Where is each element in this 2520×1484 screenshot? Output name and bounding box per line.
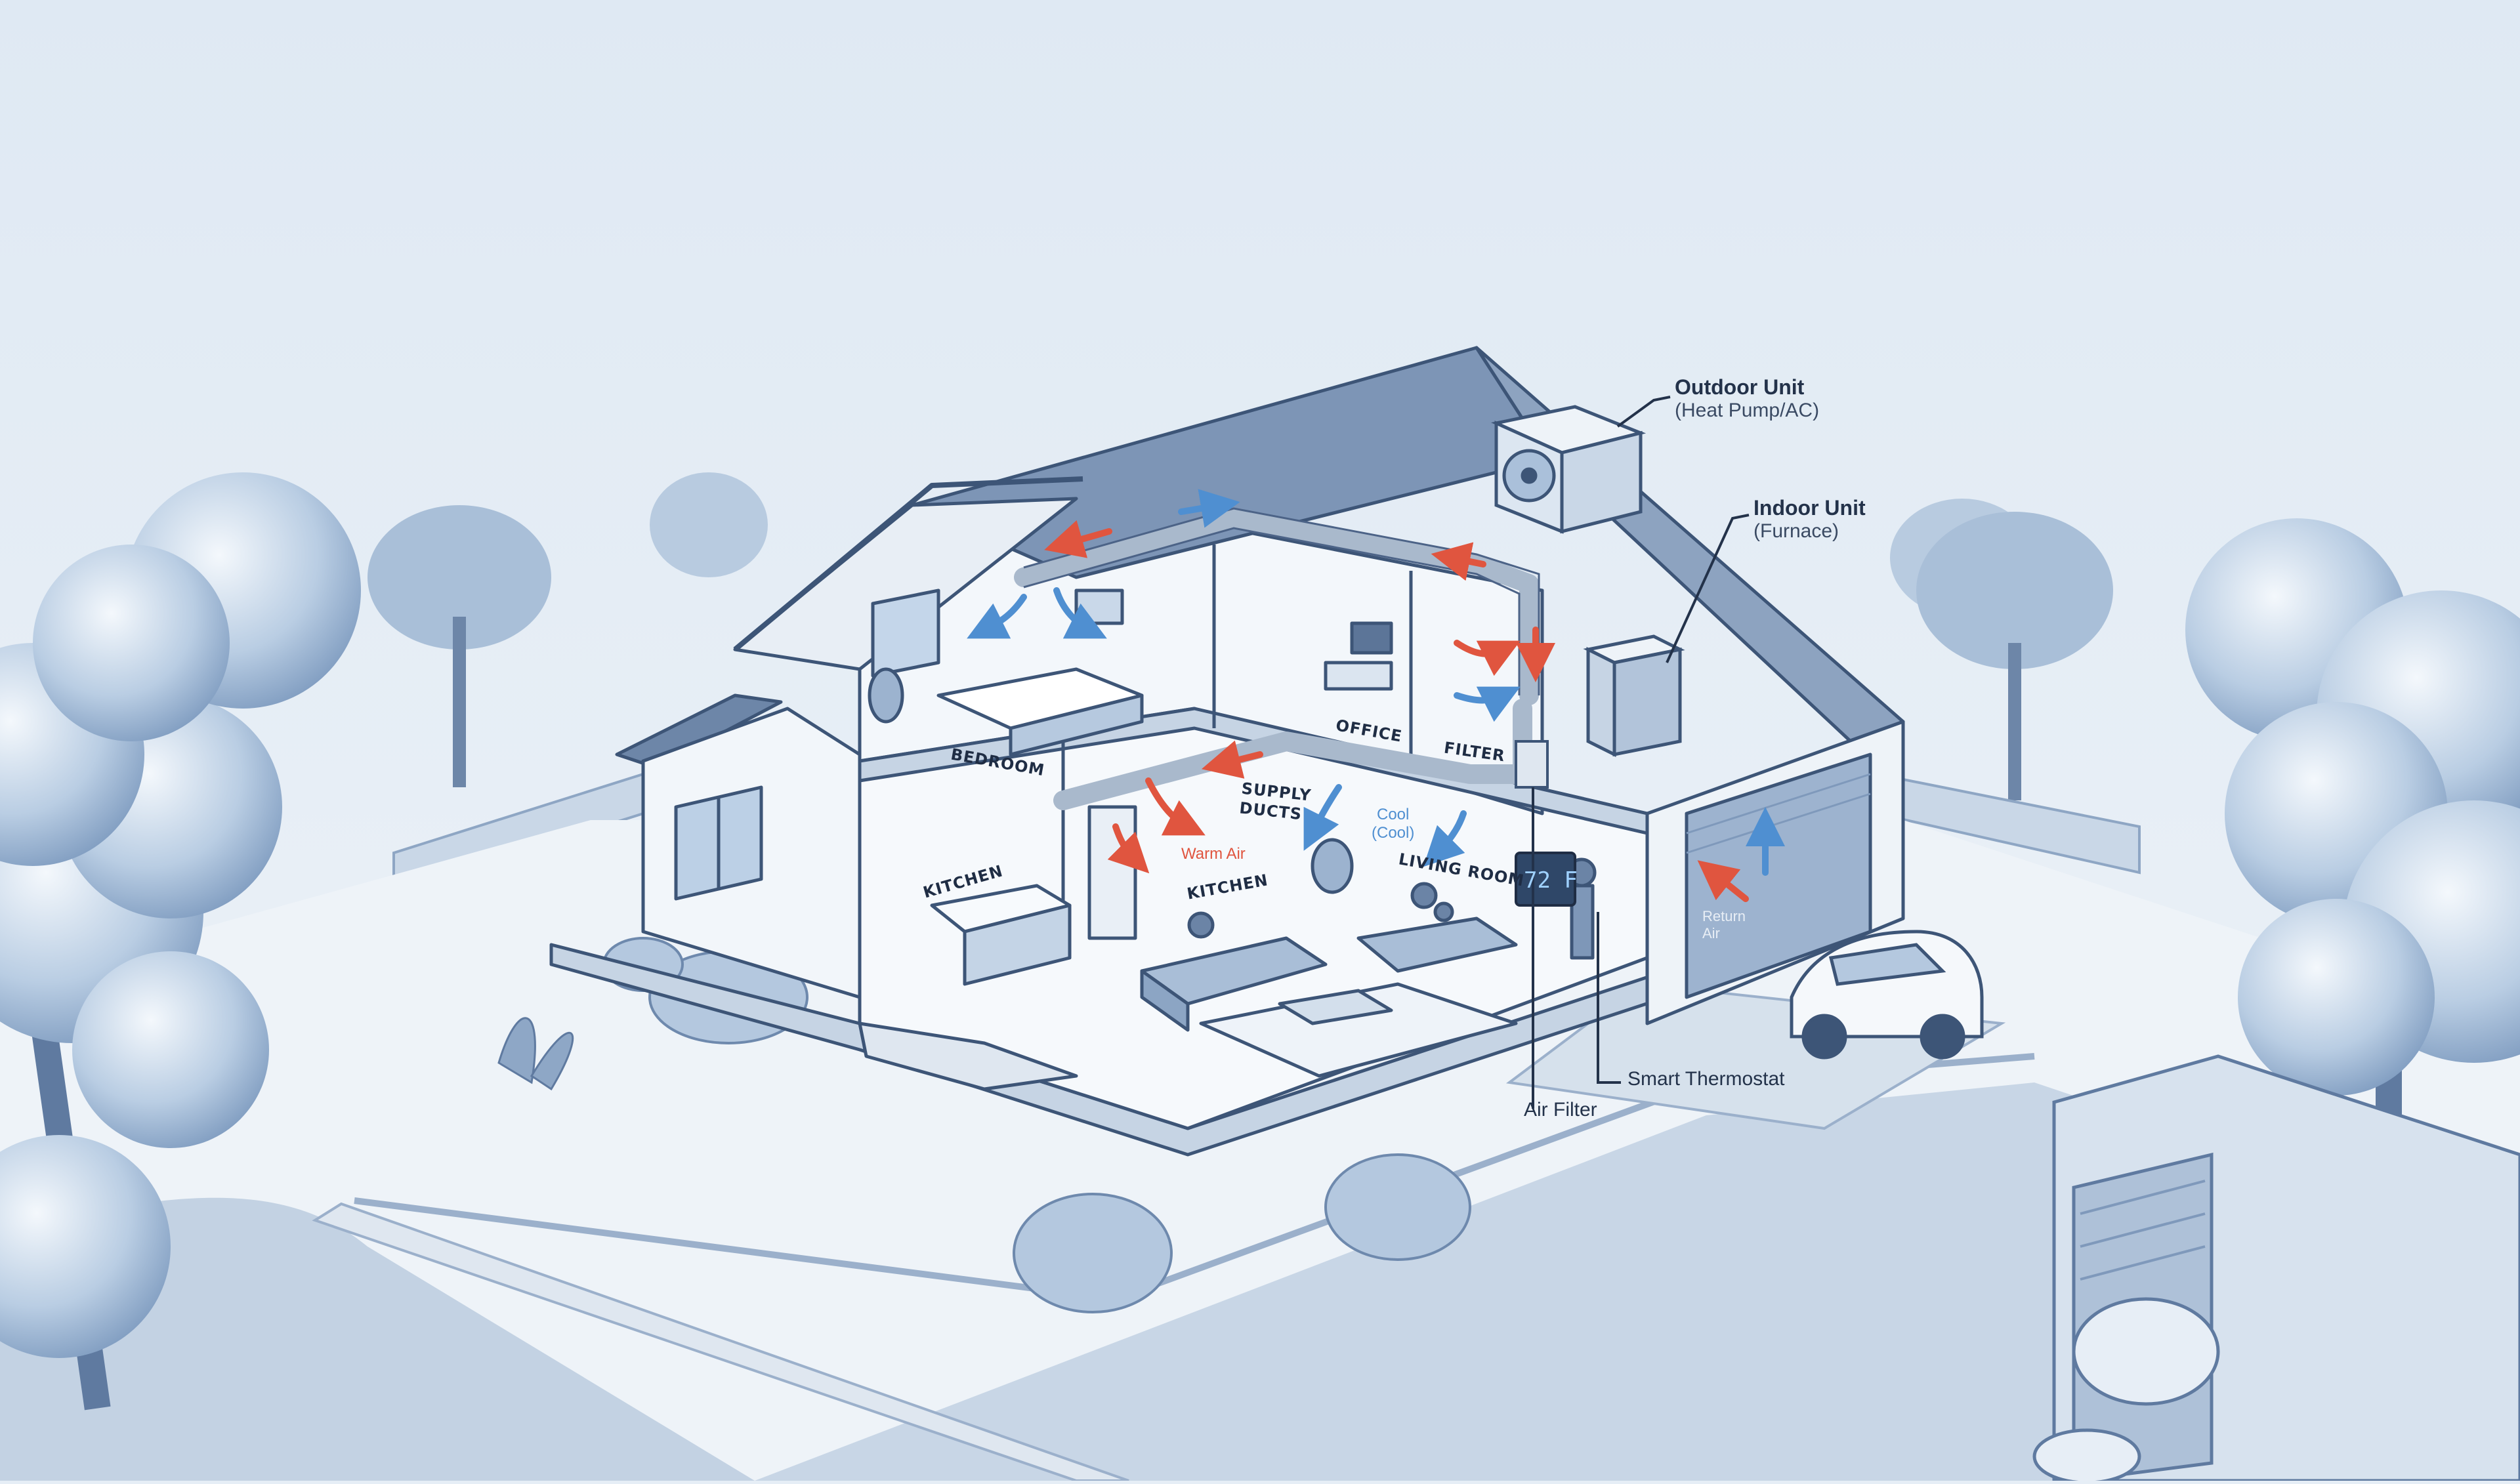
garage-opening — [1685, 752, 1872, 999]
outdoor-unit-callout: Outdoor Unit (Heat Pump/AC) — [1675, 375, 1819, 422]
warm-arrow — [1107, 823, 1150, 874]
duct-outline — [1023, 507, 1540, 695]
foreground-trees-left — [0, 472, 361, 1411]
indoor-unit-title: Indoor Unit — [1754, 496, 1866, 520]
car — [1790, 930, 1984, 1060]
warm-arrow — [1431, 542, 1486, 581]
road — [0, 1197, 755, 1481]
outdoor-unit — [1490, 405, 1647, 534]
warm-arrow — [1145, 777, 1206, 836]
cool-arrow — [1053, 587, 1107, 639]
filter-panel — [1515, 740, 1549, 789]
return-air-label: Return Air — [1702, 908, 1746, 942]
outdoor-unit-leader — [1616, 396, 1671, 428]
warm-arrow — [1697, 860, 1749, 902]
smart-thermostat-leader — [1597, 912, 1621, 1084]
leader-lines — [1532, 396, 1750, 1109]
warm-air-label: Warm Air — [1181, 845, 1246, 863]
cool-arrow — [1454, 686, 1521, 722]
foreground-trees-right — [2185, 518, 2520, 1443]
outdoor-unit-subtitle: (Heat Pump/AC) — [1675, 400, 1820, 421]
warm-arrow — [1454, 640, 1521, 676]
indoor-unit-subtitle: (Furnace) — [1754, 520, 1839, 542]
smart-thermostat-label: Smart Thermostat — [1628, 1068, 1785, 1090]
entry-steps — [858, 1021, 1078, 1091]
air-filter-label: Air Filter — [1524, 1099, 1597, 1121]
indoor-unit — [1583, 634, 1685, 758]
thermostat-device — [1515, 852, 1576, 907]
cool-arrow — [1423, 810, 1467, 867]
indoor-unit-callout: Indoor Unit (Furnace) — [1754, 496, 1866, 543]
thermostat-display: 72 F — [1524, 867, 1578, 894]
cool-line2: (Cool) — [1372, 824, 1415, 842]
cool-label: Cool (Cool) — [1372, 806, 1414, 842]
cool-line1: Cool — [1376, 806, 1410, 823]
couch-right — [1356, 917, 1518, 973]
cool-arrow — [967, 594, 1027, 639]
background-trees — [368, 472, 2113, 800]
return-line2: Air — [1702, 925, 1720, 941]
outdoor-unit-title: Outdoor Unit — [1675, 375, 1805, 399]
indoor-unit-leader — [1666, 514, 1750, 663]
room-label-supply-ducts: SUPPLY DUCTS — [1238, 779, 1312, 825]
cool-arrow — [1303, 784, 1342, 851]
return-line1: Return — [1702, 908, 1746, 924]
warm-arrow — [1044, 520, 1112, 558]
airflow-arrows — [967, 489, 1785, 902]
neighbor-garage — [2032, 1054, 2520, 1484]
warm-arrow — [1201, 740, 1263, 779]
cool-arrow — [1178, 489, 1240, 528]
